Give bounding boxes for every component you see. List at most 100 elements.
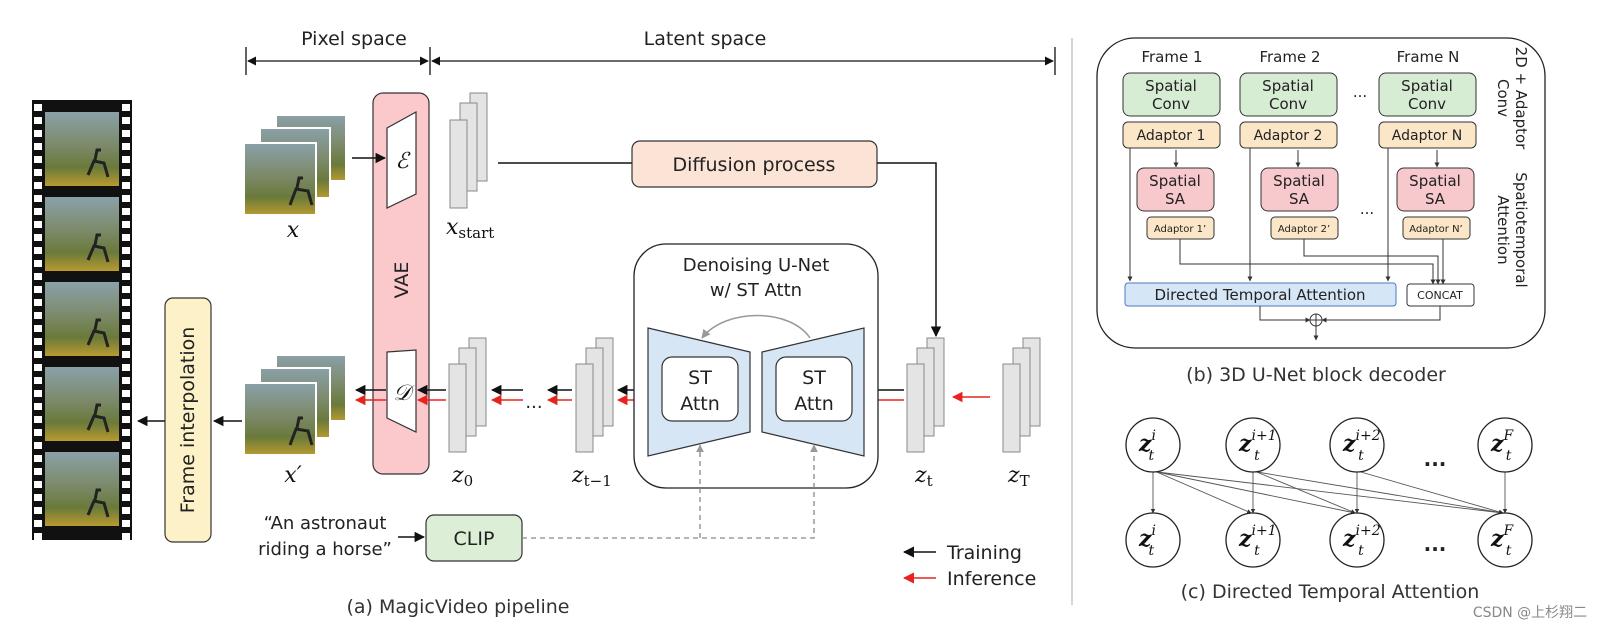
svg-text:Conv: Conv [1152,95,1190,113]
bottom-node-i+1 [1225,512,1281,568]
attention-edge [1156,471,1504,515]
sprocket-hole [122,455,130,462]
side-label-2b: Attention [1494,195,1512,264]
svg-text:SA: SA [1425,190,1446,208]
svg-text:Adaptor N: Adaptor N [1392,128,1462,144]
sprocket-hole [122,208,130,215]
sprocket-hole [122,429,130,436]
sprocket-hole [34,299,42,306]
decoder-symbol: 𝒟 [393,381,415,406]
ellipsis-b-1: ... [1353,83,1367,101]
diffusion-process-box [631,140,878,188]
sprocket-hole [34,234,42,241]
sprocket-hole [34,481,42,488]
attention-edge [1256,471,1356,514]
svg-text:SA: SA [1289,190,1310,208]
sprocket-hole [122,273,130,280]
adaptor-2 [1239,121,1338,149]
ellipsis-c-top: ... [1424,447,1447,471]
ellipsis-lower: ... [525,392,542,413]
adaptor-1 [1122,121,1221,149]
sprocket-hole [122,104,130,111]
spatial-sa-n [1396,167,1475,212]
spatial-sa-2 [1260,167,1339,212]
sprocket-hole [34,507,42,514]
spatial-conv-n [1378,72,1477,117]
sprocket-hole [122,520,130,527]
encoder-symbol: ℰ [395,149,411,174]
ellipsis-b-2: ... [1360,200,1374,218]
sprocket-hole [34,468,42,475]
bottom-node-i [1125,512,1181,568]
side-label-1b: Conv [1494,79,1512,117]
spatial-sa-1 [1136,167,1215,212]
panel-a: Frame interpolation Pixel space Latent s… [32,28,1056,618]
sprocket-hole [34,247,42,254]
z0-stack [448,337,487,453]
unet-title-2: w/ ST Attn [710,280,802,301]
sprocket-hole [34,286,42,293]
sprocket-hole [122,377,130,384]
bottom-node-F [1477,512,1533,568]
encoder-shape [386,110,417,209]
sprocket-hole [34,494,42,501]
sprocket-hole [122,117,130,124]
sprocket-hole [34,377,42,384]
sprocket-hole [122,507,130,514]
sprocket-hole [34,312,42,319]
sprocket-hole [34,182,42,189]
sprocket-hole [34,533,42,540]
top-node-F [1477,417,1533,473]
sprocket-hole [122,390,130,397]
sprocket-hole [34,520,42,527]
svg-text:Spatial: Spatial [1262,77,1314,95]
spatial-conv-1 [1122,72,1221,117]
sprocket-hole [122,494,130,501]
dta-label: Directed Temporal Attention [1154,286,1365,304]
frameN-label: Frame N [1397,48,1460,66]
st-attn-right-1: ST [802,367,826,389]
st-attn-right-2: Attn [794,393,834,415]
clip-label: CLIP [454,528,495,550]
x-start-label: xstart [446,215,494,242]
frame1-label: Frame 1 [1141,48,1202,66]
sprocket-hole [122,221,130,228]
top-node-i+2 [1329,417,1385,473]
top-node-i [1125,417,1181,473]
svg-text:Spatial: Spatial [1409,172,1461,190]
svg-text:Adaptor 2: Adaptor 2 [1254,128,1323,144]
frame2-label: Frame 2 [1259,48,1320,66]
svg-text:Spatial: Spatial [1149,172,1201,190]
st-attn-right [775,356,853,422]
sprocket-hole [34,364,42,371]
diffusion-process-label: Diffusion process [673,154,836,176]
sprocket-hole [122,260,130,267]
sprocket-hole [122,364,130,371]
sprocket-hole [34,390,42,397]
svg-text:Spatial: Spatial [1145,77,1197,95]
bottom-node-i+2 [1329,512,1385,568]
zt-stack [906,337,945,453]
sprocket-hole [122,195,130,202]
sprocket-hole [34,416,42,423]
sprocket-hole [122,182,130,189]
sprocket-hole [122,351,130,358]
sprocket-hole [122,403,130,410]
spatial-conv-2 [1239,72,1338,117]
caption-a: (a) MagicVideo pipeline [347,596,570,618]
z0-label: z0 [451,463,473,490]
sprocket-hole [122,130,130,137]
output-images [243,354,347,456]
sprocket-hole [34,403,42,410]
sprocket-hole [34,208,42,215]
attention-edges [1150,471,1508,515]
sprocket-hole [34,455,42,462]
prompt-line-1: “An astronaut [264,513,387,534]
sprocket-hole [34,143,42,150]
